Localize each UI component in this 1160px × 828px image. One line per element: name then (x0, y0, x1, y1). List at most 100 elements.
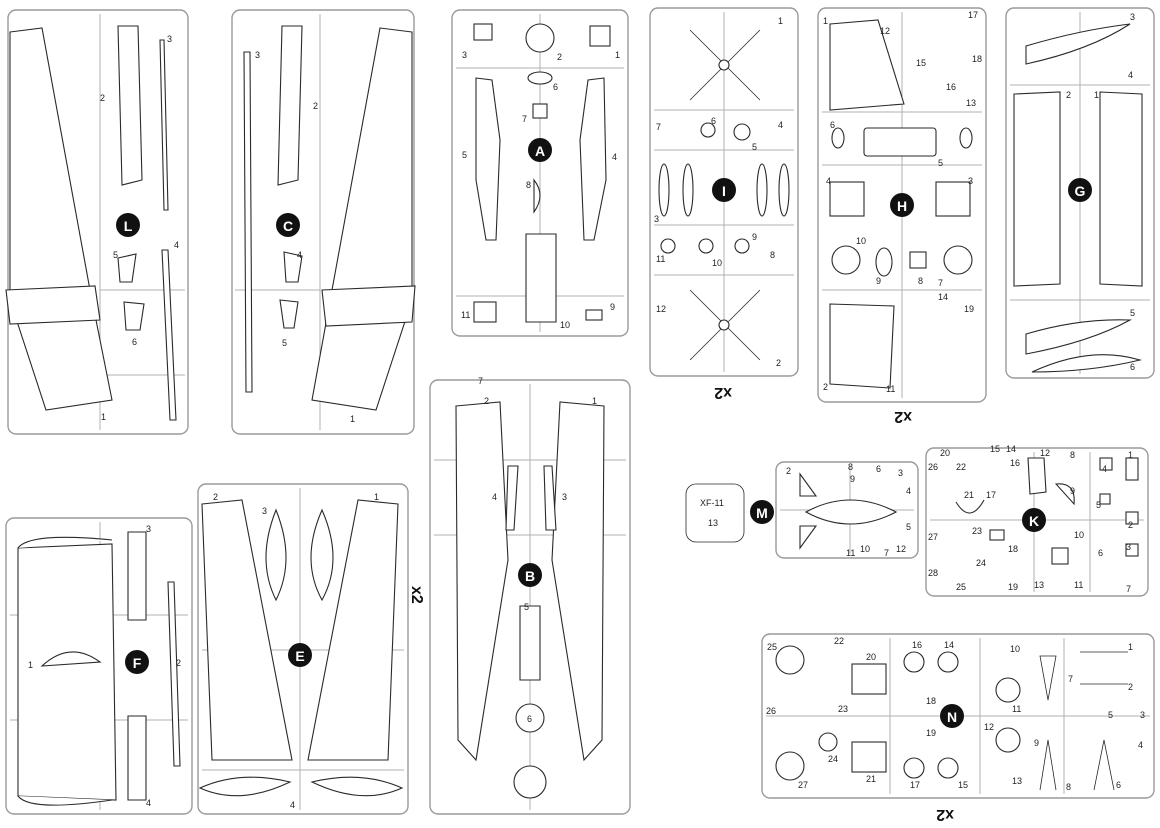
sprue-G: 3 4 2 1 5 6 G (1005, 7, 1155, 379)
K-part-7: 7 (1126, 584, 1131, 594)
sprue-I-letter: I (722, 183, 726, 199)
K-part-9: 9 (1070, 486, 1075, 496)
N-part-25: 25 (767, 642, 777, 652)
H-part-10: 10 (856, 236, 866, 246)
B-part-5: 5 (524, 602, 529, 612)
L-part-3: 3 (167, 34, 172, 44)
H-part-12: 12 (880, 26, 890, 36)
M-part-12: 12 (896, 544, 906, 554)
N-part-2: 2 (1128, 682, 1133, 692)
H-part-2: 2 (823, 382, 828, 392)
C-part-4: 4 (297, 250, 302, 260)
sprue-K-badge (1022, 508, 1046, 532)
N-part-13: 13 (1012, 776, 1022, 786)
K-part-12: 12 (1040, 448, 1050, 458)
N-part-23: 23 (838, 704, 848, 714)
N-part-6: 6 (1116, 780, 1121, 790)
K-part-19: 19 (1008, 582, 1018, 592)
sprue-H: 1 2 3 4 5 6 7 8 9 10 11 12 13 14 15 16 1… (817, 7, 987, 425)
F-part-3: 3 (146, 524, 151, 534)
sprue-F-letter: F (133, 655, 142, 671)
N-part-9: 9 (1034, 738, 1039, 748)
sprue-H-badge (890, 193, 914, 217)
L-part-1: 1 (101, 412, 106, 422)
sprue-I-badge (712, 178, 736, 202)
sprue-F: 1 2 3 4 F (5, 517, 193, 815)
G-part-5: 5 (1130, 308, 1135, 318)
sprue-H-letter: H (897, 198, 907, 214)
N-part-14: 14 (944, 640, 954, 650)
K-part-14: 14 (1006, 444, 1016, 454)
G-part-6: 6 (1130, 362, 1135, 372)
K-part-21: 21 (964, 490, 974, 500)
I-multiplier: x2 (714, 384, 732, 401)
A-part-11: 11 (461, 310, 470, 320)
A-part-1: 1 (615, 50, 620, 60)
sprue-A-badge (528, 138, 552, 162)
M-part-7: 7 (884, 548, 889, 558)
M-part-8: 8 (848, 462, 853, 472)
H-part-11: 11 (886, 384, 895, 394)
C-part-5: 5 (282, 338, 287, 348)
H-part-3: 3 (968, 176, 973, 186)
M-part-9: 9 (850, 474, 855, 484)
H-part-7: 7 (938, 278, 943, 288)
K-part-26: 26 (928, 462, 938, 472)
A-part-10: 10 (560, 320, 570, 330)
E-part-4: 4 (290, 800, 295, 810)
H-part-5: 5 (938, 158, 943, 168)
K-part-23: 23 (972, 526, 982, 536)
sprue-N-letter: N (947, 709, 957, 725)
G-part-1: 1 (1094, 90, 1099, 100)
K-part-28: 28 (928, 568, 938, 578)
sprue-A: 1 2 3 4 5 6 7 8 9 10 11 A (451, 9, 629, 337)
M-part-6: 6 (876, 464, 881, 474)
N-part-19: 19 (926, 728, 936, 738)
I-part-9: 9 (752, 232, 757, 242)
sprue-C: 3 2 4 5 1 C (231, 9, 416, 435)
sprue-B-badge (518, 563, 542, 587)
N-part-24: 24 (828, 754, 838, 764)
F-part-1: 1 (28, 660, 33, 670)
G-part-4: 4 (1128, 70, 1133, 80)
I-part-1: 1 (778, 16, 783, 26)
sprue-K: 26 20 22 21 15 14 16 12 8 9 1 4 5 2 3 6 … (925, 444, 1149, 597)
M-part-11: 11 (846, 548, 855, 558)
K-part-4: 4 (1102, 464, 1107, 474)
K-part-25: 25 (956, 582, 966, 592)
L-part-4: 4 (174, 240, 179, 250)
E-multiplier: x2 (408, 586, 425, 604)
K-part-15: 15 (990, 444, 1000, 454)
H-part-1: 1 (823, 16, 828, 26)
sprue-B: 7 2 1 4 3 5 6 B (429, 376, 631, 815)
sprue-E-badge (288, 643, 312, 667)
N-part-27: 27 (798, 780, 808, 790)
sprue-E: 2 1 3 4 E x2 (197, 483, 425, 815)
sprue-L-letter: L (124, 218, 133, 234)
N-part-3: 3 (1140, 710, 1145, 720)
N-part-15: 15 (958, 780, 968, 790)
I-part-10: 10 (712, 258, 722, 268)
K-part-10: 10 (1074, 530, 1084, 540)
H-part-6: 6 (830, 120, 835, 130)
M-part-2: 2 (786, 466, 791, 476)
N-part-20: 20 (866, 652, 876, 662)
B-part-2: 2 (484, 396, 489, 406)
N-part-10: 10 (1010, 644, 1020, 654)
I-part-6: 6 (711, 116, 716, 126)
N-part-17: 17 (910, 780, 920, 790)
L-part-2: 2 (100, 93, 105, 103)
B-part-7-top: 7 (478, 376, 483, 386)
K-part-2: 2 (1128, 520, 1133, 530)
N-part-4: 4 (1138, 740, 1143, 750)
H-part-15: 15 (916, 58, 926, 68)
XF-11-tag (685, 483, 745, 543)
sprue-L: 2 3 4 5 6 1 L (5, 9, 189, 435)
L-part-6: 6 (132, 337, 137, 347)
K-part-1: 1 (1128, 450, 1133, 460)
I-part-11: 11 (656, 254, 665, 264)
sprue-G-letter: G (1075, 183, 1086, 199)
H-part-18: 18 (972, 54, 982, 64)
G-part-3: 3 (1130, 12, 1135, 22)
N-part-16: 16 (912, 640, 922, 650)
